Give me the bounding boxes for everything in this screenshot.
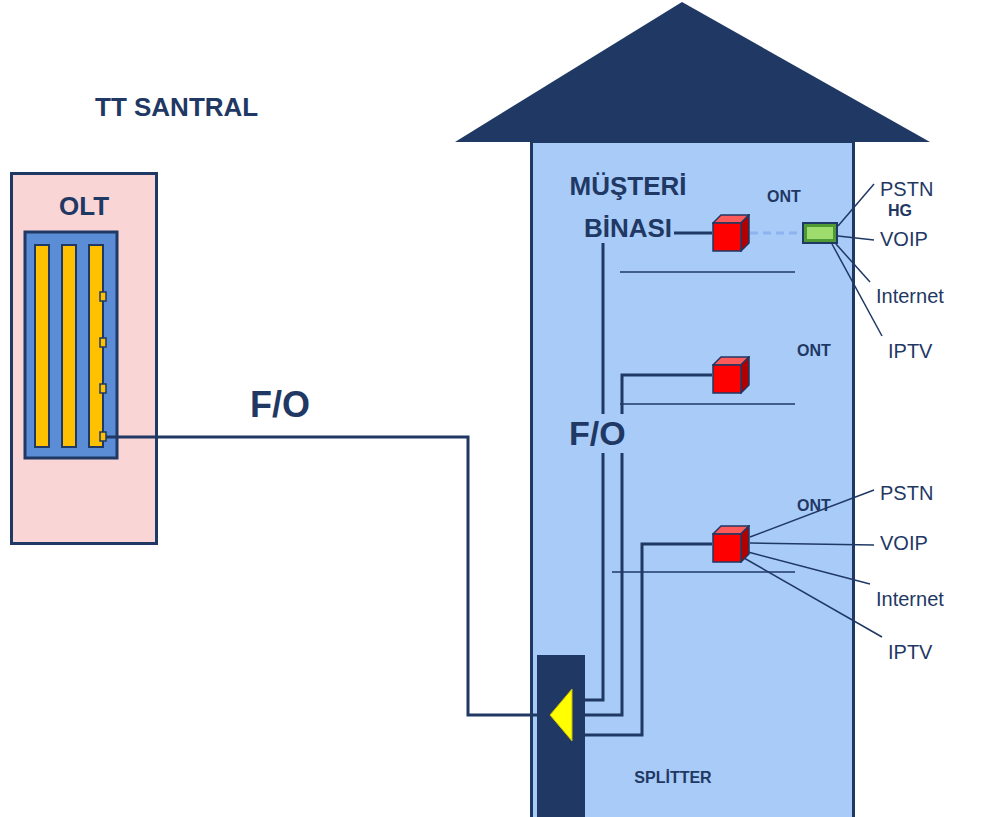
leader-line: [838, 184, 874, 226]
cube-shape: [712, 214, 750, 252]
site-label: TT SANTRAL: [95, 92, 258, 123]
splitter-symbol: [537, 655, 585, 755]
ont-device: ONT: [712, 525, 750, 563]
cube-front: [713, 223, 741, 251]
splitter-box: SPLİTTER: [537, 655, 585, 817]
leader-line: [750, 543, 874, 545]
card-port: [100, 292, 106, 301]
cube-side: [741, 526, 749, 562]
fiber-label: F/O: [566, 414, 629, 453]
card-port: [100, 384, 106, 393]
cube-front: [713, 365, 741, 393]
service-label: IPTV: [888, 340, 932, 363]
building-roof: [455, 2, 930, 142]
home-gateway: HG: [802, 222, 838, 244]
splitter-triangle: [550, 689, 572, 741]
card-slot: [62, 245, 76, 447]
service-label: IPTV: [888, 641, 932, 664]
olt-fill: [10, 172, 158, 545]
ont-device: ONT: [712, 214, 750, 252]
service-label: PSTN: [880, 482, 933, 505]
leader-line: [744, 558, 882, 637]
cube-front: [713, 534, 741, 562]
cube-shape: [712, 525, 750, 563]
service-label: VOIP: [880, 532, 928, 555]
building-title: MÜŞTERİ BİNASI: [548, 165, 708, 249]
ethernet-link: [750, 232, 802, 235]
cube-side: [741, 215, 749, 251]
leader-line: [838, 236, 874, 240]
card-port: [100, 338, 106, 347]
fiber-label: F/O: [250, 384, 310, 426]
card-port: [100, 432, 106, 441]
fiber-drop: [585, 233, 712, 700]
service-label: Internet: [876, 588, 944, 611]
fiber-drop: [585, 544, 712, 735]
node-label: ONT: [704, 176, 864, 218]
service-label: PSTN: [880, 178, 933, 201]
leader-lines: [744, 184, 882, 637]
node-label: SPLİTTER: [593, 757, 753, 799]
service-label: VOIP: [880, 228, 928, 251]
floor-line: [620, 403, 795, 405]
building-fill: [530, 140, 855, 817]
node-label: ONT: [734, 485, 894, 527]
card-slot: [35, 245, 49, 447]
olt-box: OLT: [10, 172, 158, 545]
leader-line: [748, 552, 870, 584]
fiber-cable: [158, 437, 537, 715]
node-label: OLT: [13, 175, 155, 222]
node-label: ONT: [734, 330, 894, 372]
cube-shape: [712, 356, 750, 394]
ont-device: ONT: [712, 356, 750, 394]
olt-card: [25, 232, 117, 458]
building-outline: MÜŞTERİ BİNASIONTHGONTONTSPLİTTER: [530, 140, 855, 817]
service-label: Internet: [876, 285, 944, 308]
cube-side: [741, 357, 749, 393]
leader-line: [832, 244, 882, 336]
fiber-patch: [106, 436, 158, 439]
floor-line: [620, 271, 795, 273]
